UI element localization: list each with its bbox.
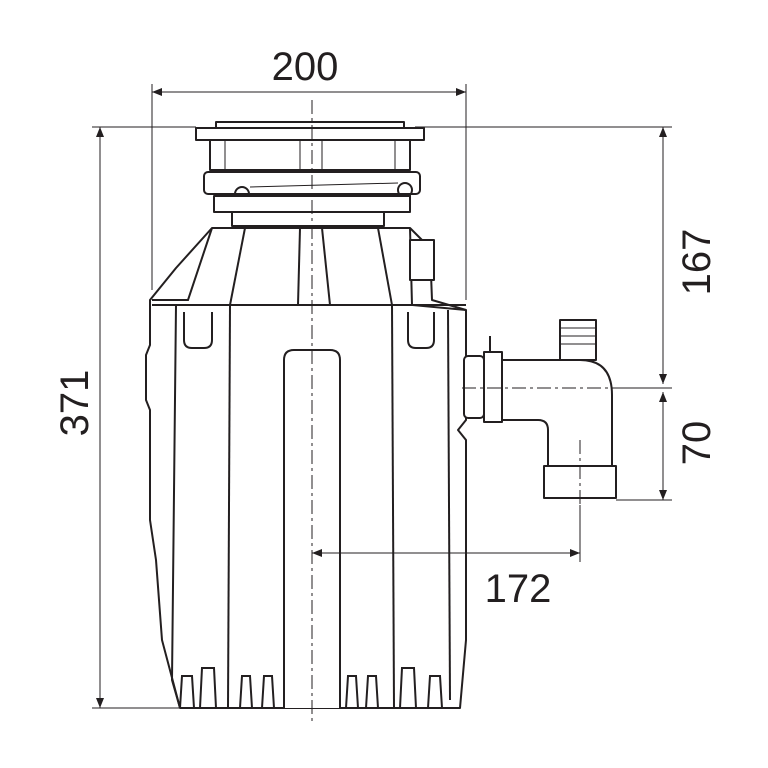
dimension-outlet-offset: 172	[312, 505, 581, 611]
sink-flange	[195, 127, 425, 141]
disposer-body	[145, 121, 467, 709]
dimension-label-width: 200	[272, 45, 339, 89]
mounting-ring	[209, 139, 411, 171]
dimension-total-height: 371	[53, 126, 196, 709]
dimension-label-outlet-offset: 172	[485, 567, 552, 611]
dimension-label-outlet-drop: 70	[675, 421, 719, 466]
outlet-elbow	[463, 319, 617, 499]
dimension-label-outlet-height: 167	[675, 229, 719, 296]
dimension-width: 200	[151, 45, 467, 300]
bottom-notches	[179, 667, 443, 709]
side-port	[409, 239, 435, 281]
dimension-right: 167 70	[415, 126, 719, 501]
dimension-label-total-height: 371	[53, 370, 97, 437]
hose-barb	[559, 319, 597, 361]
